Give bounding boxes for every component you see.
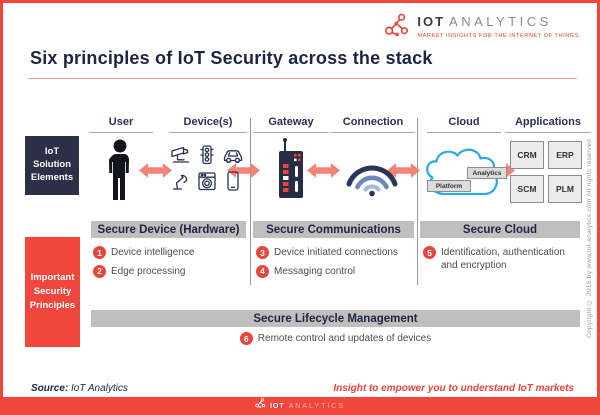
footer-tagline: Insight to empower you to understand IoT…: [333, 383, 574, 394]
principle-number-3: 3: [256, 246, 269, 259]
arrow-devices-gateway: [227, 163, 260, 178]
app-box-crm: CRM: [510, 141, 544, 169]
principle-item-1: 1 Device intelligence: [93, 246, 243, 260]
iot-solution-elements-box: IoT Solution Elements: [25, 136, 79, 195]
secure-communications-header: Secure Communications: [253, 221, 414, 238]
secure-cloud-header: Secure Cloud: [420, 221, 580, 238]
principle-text-4: Messaging control: [274, 265, 356, 277]
principle-item-6: 6 Remote control and updates of devices: [239, 332, 432, 346]
cctv-camera-icon: [170, 144, 192, 166]
copyright-text: Copyright © 2016 by www.iot-analytics.co…: [586, 138, 593, 338]
column-label-applications: Applications: [505, 116, 591, 133]
arrow-connection-cloud: [387, 163, 420, 178]
arrow-gateway-connection: [307, 163, 340, 178]
principle-number-6: 6: [239, 332, 253, 345]
gateway-icon: [276, 137, 306, 201]
application-boxes: CRM ERP SCM PLM: [510, 141, 582, 203]
app-box-plm: PLM: [548, 175, 582, 203]
footer-bar: IOT ANALYTICS: [3, 397, 597, 412]
app-box-erp: ERP: [548, 141, 582, 169]
logo-tagline: MARKET INSIGHTS FOR THE INTERNET OF THIN…: [417, 33, 579, 39]
app-box-scm: SCM: [510, 175, 544, 203]
secure-cloud-items: 5 Identification, authentication and enc…: [423, 246, 578, 272]
footer-logo-analytics: ANALYTICS: [288, 402, 346, 410]
lifecycle-item-row: 6 Remote control and updates of devices: [91, 332, 580, 346]
secure-device-header: Secure Device (Hardware): [91, 221, 246, 238]
column-label-devices: Device(s): [169, 116, 247, 133]
principle-number-5: 5: [423, 246, 436, 259]
footer-logo-iot: IOT: [269, 402, 285, 410]
cloud-platform-tag: Platform: [427, 180, 471, 192]
principle-text-1: Device intelligence: [111, 247, 195, 258]
principle-number-4: 4: [256, 264, 269, 278]
principle-text-2: Edge processing: [111, 265, 186, 277]
molecule-icon: [384, 13, 410, 46]
important-security-principles-label: Important Security Principles: [29, 271, 76, 312]
divider-devices-gateway: [250, 118, 251, 285]
important-security-principles-box: Important Security Principles: [25, 237, 80, 347]
column-label-gateway: Gateway: [253, 116, 329, 133]
footer-molecule-icon: [255, 397, 266, 412]
user-icon: [105, 139, 135, 203]
principle-item-5: 5 Identification, authentication and enc…: [423, 246, 578, 272]
iot-solution-elements-label: IoT Solution Elements: [30, 146, 74, 183]
logo-analytics: ANALYTICS: [449, 14, 552, 29]
cloud-icon: Analytics Platform: [421, 143, 511, 201]
principle-number-1: 1: [93, 246, 106, 259]
principle-number-2: 2: [93, 264, 106, 278]
column-label-cloud: Cloud: [427, 116, 501, 133]
principle-text-6: Remote control and updates of devices: [257, 333, 432, 344]
secure-device-items: 1 Device intelligence 2 Edge processing: [93, 246, 243, 278]
principle-text-5: Identification, authentication and encry…: [441, 247, 565, 271]
divider-connection-cloud: [417, 118, 418, 285]
secure-communications-items: 3 Device initiated connections 4 Messagi…: [256, 246, 411, 278]
principle-text-3: Device initiated connections: [274, 247, 398, 258]
column-label-connection: Connection: [331, 116, 415, 133]
car-icon: [222, 144, 244, 166]
arrow-user-devices: [139, 163, 172, 178]
source-label: Source:: [31, 383, 69, 394]
wifi-connection-icon: [341, 149, 403, 197]
source-line: Source: IoT Analytics: [31, 383, 128, 394]
smartphone-icon: [222, 170, 244, 192]
traffic-light-icon: [196, 144, 218, 166]
logo-iot: IOT: [417, 14, 446, 29]
cloud-analytics-tag: Analytics: [467, 167, 507, 179]
title-underline: [28, 78, 577, 79]
page-title: Six principles of IoT Security across th…: [30, 48, 433, 68]
column-label-user: User: [89, 116, 153, 133]
washing-machine-icon: [196, 170, 218, 192]
principle-item-4: 4 Messaging control: [256, 264, 411, 279]
principle-item-3: 3 Device initiated connections: [256, 246, 411, 260]
secure-lifecycle-header: Secure Lifecycle Management: [91, 310, 580, 327]
principle-item-2: 2 Edge processing: [93, 264, 243, 279]
desk-lamp-icon: [170, 170, 192, 192]
source-value: IoT Analytics: [71, 383, 128, 394]
device-icons: [170, 144, 246, 192]
